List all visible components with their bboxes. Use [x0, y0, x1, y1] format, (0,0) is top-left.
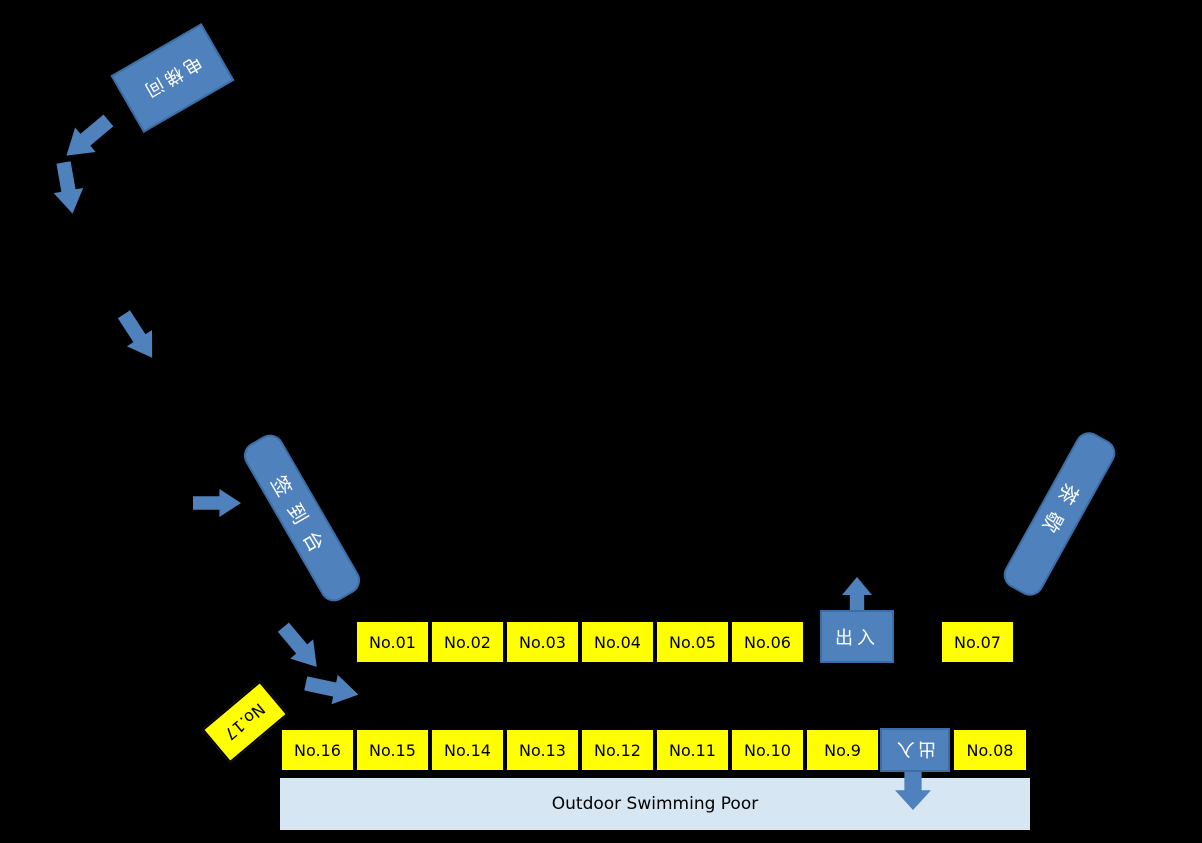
- gate-bottom-label: 出入: [894, 738, 936, 759]
- booth-no07: No.07: [940, 620, 1015, 664]
- signin-desk-sign: 签到台: [238, 429, 366, 607]
- arrow-to-row2-icon: [302, 669, 361, 710]
- booth-no06: No.06: [730, 620, 805, 664]
- booth-no12: No.12: [580, 728, 655, 772]
- booth-no17: No.17: [201, 680, 289, 764]
- booth-row-top: No.01 No.02 No.03 No.04 No.05 No.06: [355, 620, 805, 664]
- booth-no10: No.10: [730, 728, 805, 772]
- gate-top-sign: 出入: [820, 610, 894, 663]
- signin-desk-label: 签到台: [266, 471, 336, 567]
- booth-no01: No.01: [355, 620, 430, 664]
- booth-no03: No.03: [505, 620, 580, 664]
- arrow-corridor-down-icon: [49, 160, 88, 216]
- gate-top-label: 出入: [835, 627, 879, 649]
- booth-no04: No.04: [580, 620, 655, 664]
- elevator-room-label: 电梯间: [137, 51, 206, 103]
- arrow-corridor-downright-icon: [111, 306, 164, 366]
- booth-no11: No.11: [655, 728, 730, 772]
- arrow-to-booths-icon: [272, 617, 328, 676]
- booth-no02: No.02: [430, 620, 505, 664]
- elevator-room-sign: 电梯间: [110, 23, 235, 133]
- booth-no08: No.08: [952, 728, 1028, 772]
- tea-break-sign: 茶歇: [998, 427, 1121, 601]
- booth-no16: No.16: [280, 728, 355, 772]
- booth-no9: No.9: [805, 728, 880, 772]
- booth-no14: No.14: [430, 728, 505, 772]
- booth-row-bottom: No.16 No.15 No.14 No.13 No.12 No.11 No.1…: [280, 728, 880, 772]
- gate-bottom-sign: 出入: [880, 728, 950, 772]
- arrow-to-signin-desk-icon: [193, 489, 241, 517]
- booth-no15: No.15: [355, 728, 430, 772]
- booth-no13: No.13: [505, 728, 580, 772]
- swimming-pool-label: Outdoor Swimming Poor: [551, 794, 759, 814]
- booth-no05: No.05: [655, 620, 730, 664]
- arrow-from-elevator-icon: [56, 108, 119, 168]
- tea-break-label: 茶歇: [1032, 479, 1085, 548]
